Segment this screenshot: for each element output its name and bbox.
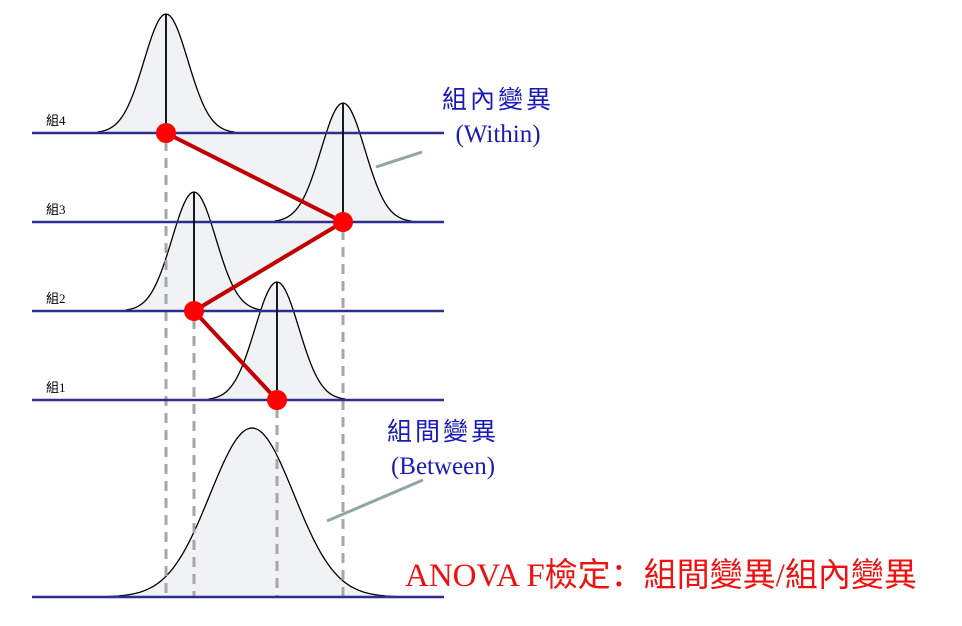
- group-label-2: 組2: [46, 291, 66, 306]
- within-title: 組內變異: [441, 87, 554, 114]
- group-mean-dot: [184, 301, 204, 321]
- group-mean-dot: [333, 212, 353, 232]
- group-label-3: 組3: [46, 202, 66, 217]
- within-label: 組內變異 (Within): [436, 84, 560, 152]
- group-label-1: 組1: [46, 380, 66, 395]
- between-distribution-curve: [87, 427, 417, 598]
- group-mean-dot: [156, 123, 176, 143]
- within-pointer: [375, 150, 423, 169]
- within-subtitle: (Within): [455, 121, 541, 148]
- between-pointer: [326, 478, 424, 523]
- between-title: 組間變異: [386, 419, 499, 446]
- group-label-4: 組4: [46, 113, 66, 128]
- group-means-connector: [165, 131, 348, 402]
- group-mean-dot: [267, 390, 287, 410]
- anova-formula: ANOVA F檢定：組間變異/組內變異: [405, 558, 917, 594]
- between-label: 組間變異 (Between): [378, 416, 508, 484]
- between-subtitle: (Between): [390, 453, 496, 480]
